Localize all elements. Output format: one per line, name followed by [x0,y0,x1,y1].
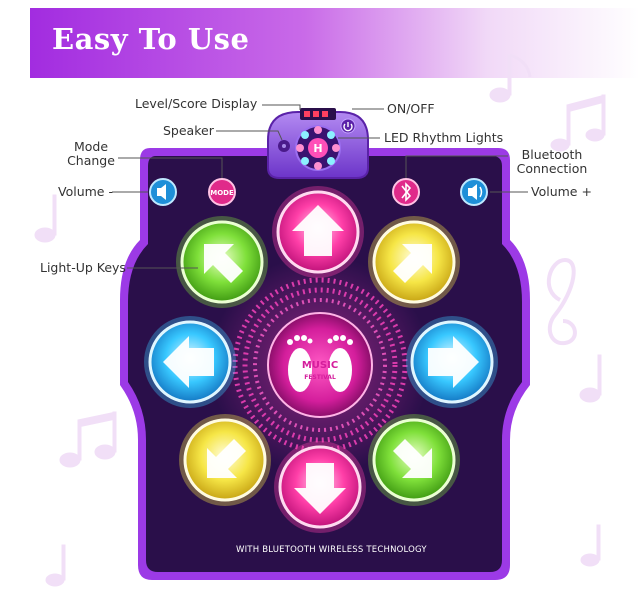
label-bluetooth-line2: Connection [516,161,588,176]
label-mode-line1: Mode [73,139,109,154]
up-right-arrow-icon [393,244,432,283]
label-led-rhythm-lights: LED Rhythm Lights [384,130,504,145]
volume-up-button[interactable] [460,178,488,206]
label-volume-down: Volume - [58,184,113,199]
label-volume-up: Volume + [531,184,592,199]
down-right-arrow-icon [393,439,432,478]
label-on-off: ON/OFF [387,101,435,116]
svg-text:H: H [313,142,322,155]
down-arrow-icon [294,463,346,514]
left-arrow-pad[interactable] [144,316,236,408]
volume-icon [157,184,166,200]
speaker-icon [278,140,290,152]
down-left-arrow-icon [207,439,246,478]
up-left-arrow-icon [204,244,243,283]
volume-icon [468,184,477,200]
bluetooth-icon [401,182,412,202]
mode-button[interactable]: MODE [208,178,236,206]
up-arrow-icon [292,205,344,256]
label-speaker: Speaker [163,123,214,138]
right-arrow-icon [428,336,479,388]
center-logo-line1: MUSIC [302,360,338,371]
label-light-up-keys: Light-Up Keys [40,260,126,275]
banner-title: Easy To Use [52,22,250,56]
mat-footer-text: WITH BLUETOOTH WIRELESS TECHNOLOGY [236,545,427,555]
label-bluetooth-connection: Bluetooth Connection [512,148,592,176]
footprints-icon [287,335,353,392]
center-logo-line2: FESTIVAL [304,374,336,381]
control-panel: H [267,108,369,179]
right-arrow-pad[interactable] [406,316,498,408]
up-arrow-pad[interactable] [272,186,364,278]
up-left-arrow-pad[interactable] [176,216,268,308]
label-mode-line2: Change [67,153,115,168]
label-level-score-display: Level/Score Display [135,96,258,111]
power-button[interactable] [340,118,356,134]
bluetooth-button[interactable] [392,178,420,206]
down-arrow-pad[interactable] [274,441,366,533]
down-right-arrow-pad[interactable] [368,414,460,506]
mode-button-label: MODE [210,189,234,197]
led-lights [296,126,340,170]
label-bluetooth-line1: Bluetooth [521,147,583,162]
label-mode-change: Mode Change [66,140,116,168]
center-medallion [267,312,373,418]
up-right-arrow-pad[interactable] [368,216,460,308]
logo-badge [308,138,328,158]
header-banner [30,8,640,78]
volume-down-button[interactable] [149,178,177,206]
down-left-arrow-pad[interactable] [179,414,271,506]
left-arrow-icon [163,336,214,388]
